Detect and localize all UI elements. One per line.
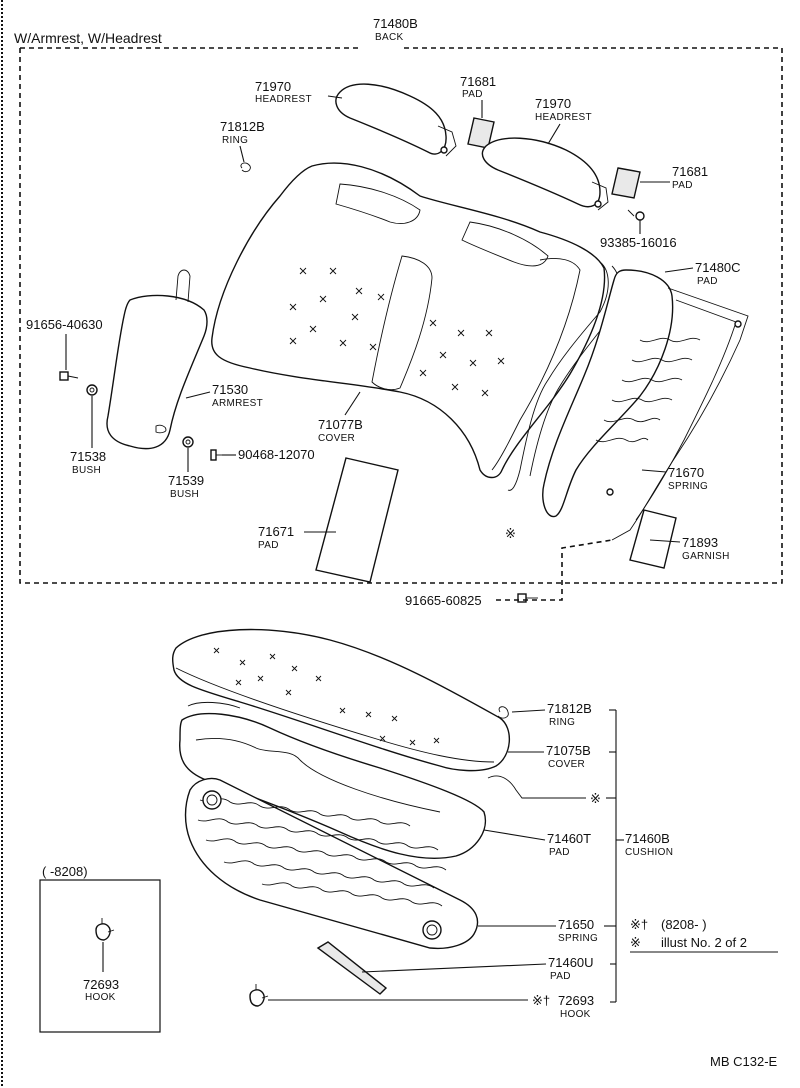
- pad-71460u-number: 71460U: [548, 955, 594, 970]
- pad-71460t-drawing: [179, 701, 486, 859]
- hook-inset-drawing: [95, 918, 115, 941]
- hook-main-drawing: [249, 984, 269, 1007]
- screw-93385-number: 93385-16016: [600, 235, 677, 250]
- garnish-name: GARNISH: [682, 551, 730, 562]
- headrest-right-number: 71970: [535, 96, 571, 111]
- ring-cushion-number: 71812B: [547, 701, 592, 716]
- bolt-91665-drawing: [517, 593, 538, 603]
- bush-71539-name: BUSH: [170, 489, 199, 500]
- headrest-right-name: HEADREST: [535, 112, 592, 123]
- armrest-drawing: [106, 269, 208, 450]
- ring-back-drawing: [240, 162, 251, 173]
- spring-back-drawing: [595, 287, 749, 541]
- headrest-left-drawing: [335, 83, 457, 157]
- bush-71539-drawing: [182, 436, 194, 448]
- asterisk-dagger-hook: ※†: [532, 993, 550, 1008]
- garnish-drawing: [629, 509, 677, 569]
- ring-cushion-drawing: [497, 706, 509, 719]
- pad-top-number: 71681: [460, 74, 496, 89]
- cover-cushion-name: COVER: [548, 759, 585, 770]
- ring-back-number: 71812B: [220, 119, 265, 134]
- hook-inset-number: 72693: [83, 977, 119, 992]
- pad-71460u-drawing: [316, 941, 388, 995]
- cover-back-drawing: [211, 162, 606, 479]
- note2-mark: ※: [630, 935, 641, 950]
- pad-side-drawing: [542, 269, 674, 518]
- bolt-91665-dashed-leader: [496, 539, 613, 601]
- cover-cushion-drawing: [171, 628, 511, 772]
- pad-71460u-name: PAD: [550, 971, 571, 982]
- hook-main-number: 72693: [558, 993, 594, 1008]
- pad-right-head-drawing: [611, 167, 641, 199]
- armrest-name: ARMREST: [212, 398, 263, 409]
- ring-cushion-name: RING: [549, 717, 575, 728]
- spring-cushion-drawing: [184, 777, 479, 950]
- note1-text: (8208- ): [661, 917, 707, 932]
- back-assembly-boundary: [19, 47, 783, 584]
- screw-93385-drawing: [627, 209, 645, 221]
- back-part-number: 71480B: [373, 16, 418, 31]
- note2-text: illust No. 2 of 2: [661, 935, 747, 950]
- variant-label: W/Armrest, W/Headrest: [14, 30, 162, 46]
- hook-inset-name: HOOK: [85, 992, 116, 1003]
- cover-back-name: COVER: [318, 433, 355, 444]
- bush-71539-number: 71539: [168, 473, 204, 488]
- pad-71671-name: PAD: [258, 540, 279, 551]
- bush-71538-drawing: [86, 384, 98, 396]
- pad-71671-drawing: [315, 457, 399, 583]
- headrest-left-number: 71970: [255, 79, 291, 94]
- ring-back-name: RING: [222, 135, 248, 146]
- spring-cushion-name: SPRING: [558, 933, 598, 944]
- cover-back-number: 71077B: [318, 417, 363, 432]
- headrest-right-drawing: [481, 137, 609, 211]
- inset-box: ( -8208) 72693 HOOK: [39, 864, 161, 1033]
- hook-main-name: HOOK: [560, 1009, 591, 1020]
- pad-side-name: PAD: [697, 276, 718, 287]
- cushion-bracket: [604, 709, 624, 1003]
- pad-71460t-name: PAD: [549, 847, 570, 858]
- bush-71538-number: 71538: [70, 449, 106, 464]
- pad-right-head-name: PAD: [672, 180, 693, 191]
- back-part-name: BACK: [375, 32, 403, 43]
- cushion-wire-drawing: [487, 775, 586, 799]
- cover-cushion-number: 71075B: [546, 743, 591, 758]
- asterisk-back: ※: [505, 526, 516, 541]
- bush-71538-name: BUSH: [72, 465, 101, 476]
- garnish-number: 71893: [682, 535, 718, 550]
- pad-top-name: PAD: [462, 89, 483, 100]
- cushion-name: CUSHION: [625, 847, 673, 858]
- pad-side-number: 71480C: [695, 260, 741, 275]
- spring-back-number: 71670: [668, 465, 704, 480]
- spring-cushion-number: 71650: [558, 917, 594, 932]
- pad-71671-number: 71671: [258, 524, 294, 539]
- spring-back-name: SPRING: [668, 481, 708, 492]
- note1-mark: ※†: [630, 917, 648, 932]
- pin-90468-number: 90468-12070: [238, 447, 315, 462]
- bolt-91656-drawing: [59, 371, 79, 381]
- footer-code: MB C132-E: [710, 1054, 778, 1069]
- pad-right-head-number: 71681: [672, 164, 708, 179]
- pad-71460t-number: 71460T: [547, 831, 591, 846]
- headrest-left-name: HEADREST: [255, 94, 312, 105]
- asterisk-cushion: ※: [590, 791, 601, 806]
- bolt-91665-number: 91665-60825: [405, 593, 482, 608]
- bolt-91656-number: 91656-40630: [26, 317, 103, 332]
- armrest-number: 71530: [212, 382, 248, 397]
- inset-range: ( -8208): [42, 864, 88, 879]
- cushion-number: 71460B: [625, 831, 670, 846]
